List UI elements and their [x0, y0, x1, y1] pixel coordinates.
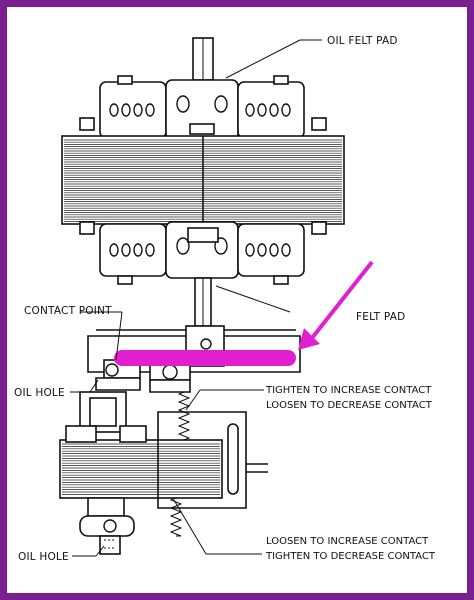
- leader-lines: [70, 39, 322, 557]
- stator-laminations: [61, 135, 345, 225]
- lower-end-bell: [79, 221, 327, 285]
- label-loosen-decrease: LOOSEN TO DECREASE CONTACT: [266, 400, 433, 411]
- highlight-arrow-shaft: [310, 260, 374, 340]
- label-contact-point: CONTACT POINT: [24, 305, 112, 317]
- highlight-bar: [114, 350, 296, 366]
- main-motor: [61, 37, 345, 327]
- label-loosen-increase: LOOSEN TO INCREASE CONTACT: [266, 536, 429, 547]
- contact-assembly: [59, 325, 301, 555]
- upper-end-bell: [79, 75, 327, 141]
- highlight-annotation: [114, 260, 374, 366]
- highlight-arrow-head: [298, 328, 320, 350]
- label-oil-felt-pad: OIL FELT PAD: [327, 35, 398, 47]
- label-oil-hole-bottom: OIL HOLE: [18, 551, 69, 563]
- label-felt-pad: FELT PAD: [356, 311, 405, 323]
- label-oil-hole-top: OIL HOLE: [14, 387, 65, 399]
- label-tighten-decrease: TIGHTEN TO DECREASE CONTACT: [265, 551, 436, 562]
- label-tighten-increase: TIGHTEN TO INCREASE CONTACT: [265, 385, 432, 396]
